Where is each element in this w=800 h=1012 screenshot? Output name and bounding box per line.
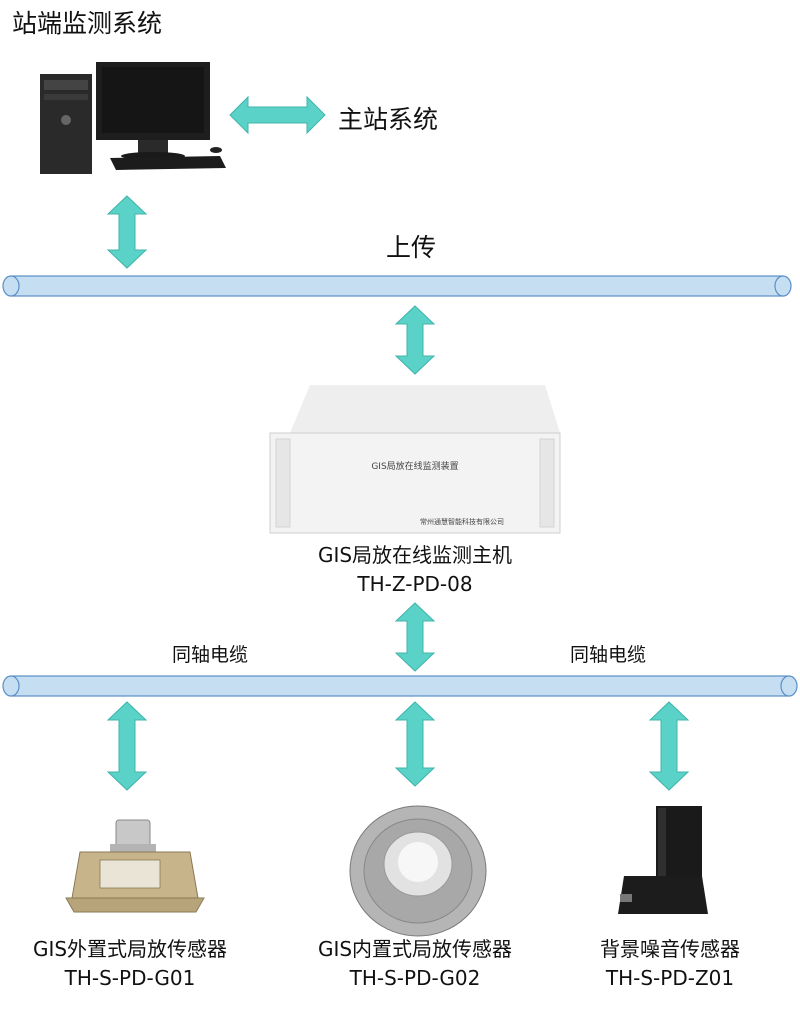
host-name: GIS局放在线监测主机: [317, 543, 513, 567]
external-sensor-illustration: [65, 819, 205, 913]
coax-cable-label-right: 同轴电缆: [570, 644, 647, 666]
double-arrow-vertical-icon: [394, 602, 436, 672]
sensor-model: TH-S-PD-G01: [64, 966, 196, 990]
double-arrow-vertical-icon: [394, 701, 436, 787]
system-title: 站端监测系统: [12, 9, 163, 38]
host-caption: GIS局放在线监测主机 TH-Z-PD-08: [250, 541, 580, 599]
host-panel-title: GIS局放在线监测装置: [371, 462, 459, 472]
double-arrow-vertical-icon: [106, 195, 148, 269]
sensor-name: GIS外置式局放传感器: [32, 937, 228, 961]
coax-cable-label-left: 同轴电缆: [172, 644, 249, 666]
sensor-caption-internal: GIS内置式局放传感器 TH-S-PD-G02: [270, 935, 560, 993]
double-arrow-vertical-icon: [106, 701, 148, 791]
noise-sensor-illustration: [618, 806, 708, 914]
sensor-model: TH-S-PD-Z01: [605, 966, 735, 990]
double-arrow-vertical-icon: [394, 305, 436, 375]
double-arrow-horizontal-icon: [229, 95, 326, 135]
upload-label: 上传: [386, 233, 437, 262]
sensor-model: TH-S-PD-G02: [349, 966, 481, 990]
host-device-body: [269, 385, 561, 534]
computer-illustration: [40, 62, 226, 174]
upload-bus-pipe: [2, 275, 792, 297]
sensor-name: GIS内置式局放传感器: [317, 937, 513, 961]
sensor-caption-external: GIS外置式局放传感器 TH-S-PD-G01: [0, 935, 260, 993]
coax-bus-pipe: [2, 675, 798, 697]
host-panel-company: 常州通慧智能科技有限公司: [420, 518, 504, 526]
internal-sensor-illustration: [349, 805, 487, 937]
host-device: GIS局放在线监测装置 常州通慧智能科技有限公司: [269, 385, 565, 535]
sensor-name: 背景噪音传感器: [600, 937, 740, 961]
host-model: TH-Z-PD-08: [357, 572, 473, 596]
double-arrow-vertical-icon: [648, 701, 690, 791]
sensor-caption-noise: 背景噪音传感器 TH-S-PD-Z01: [560, 935, 780, 993]
main-station-label: 主站系统: [338, 105, 439, 134]
